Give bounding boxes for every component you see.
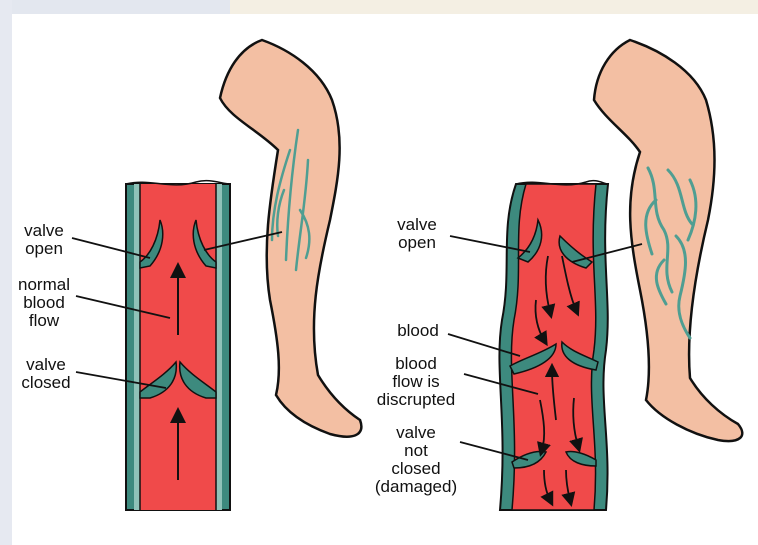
varicose-leg xyxy=(594,40,742,441)
label-valve-open-healthy: valve open xyxy=(18,222,70,258)
label-blood-flow-disrupted: blood flow is discrupted xyxy=(368,355,464,409)
healthy-vein xyxy=(126,181,230,510)
varicose-vein xyxy=(499,181,608,510)
label-valve-open-varicose: valve open xyxy=(390,216,444,252)
label-normal-blood-flow: normal blood flow xyxy=(10,276,78,330)
label-valve-closed: valve closed xyxy=(16,356,76,392)
healthy-leg xyxy=(220,40,361,437)
label-blood: blood xyxy=(390,322,446,340)
label-valve-not-closed: valve not closed (damaged) xyxy=(368,424,464,496)
